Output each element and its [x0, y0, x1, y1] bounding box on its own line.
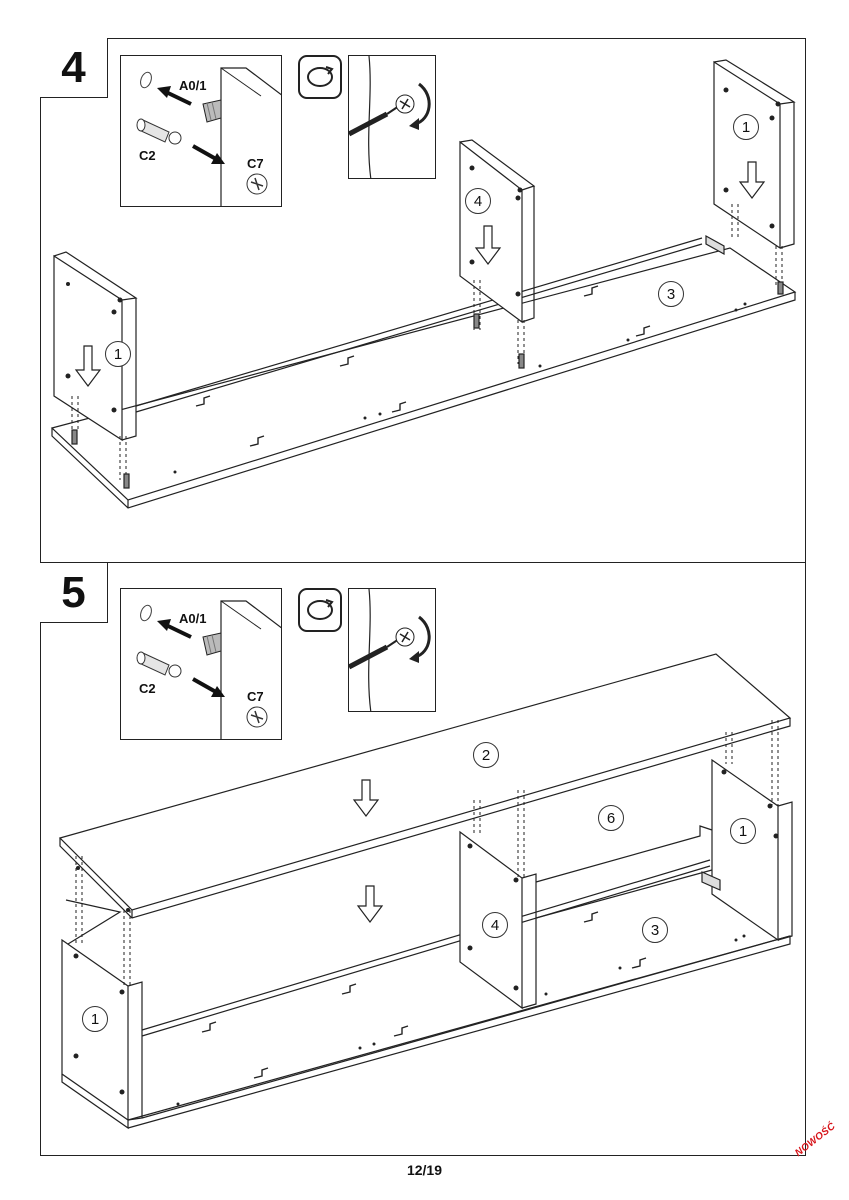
- screwdriver-icon: [349, 589, 431, 711]
- part-label-3: 3: [658, 281, 684, 307]
- cam-bolt-label: C2: [139, 681, 156, 696]
- part-label-3: 3: [642, 917, 668, 943]
- screw-rotate-icon: [298, 55, 342, 99]
- step-5-screwdriver-inset: [348, 588, 436, 712]
- dowel-label: A0/1: [179, 611, 207, 626]
- cam-bolt-label: C2: [139, 148, 156, 163]
- step-4-screwdriver-inset: [348, 55, 436, 179]
- step-5-number: 5: [40, 563, 108, 623]
- cam-lock-label: C7: [247, 689, 264, 704]
- part-label-6: 6: [598, 805, 624, 831]
- part-label-1-left: 1: [82, 1006, 108, 1032]
- page-number: 12/19: [406, 1162, 443, 1178]
- part-label-2: 2: [473, 742, 499, 768]
- fitting-diagram: [136, 67, 281, 206]
- screw-rotate-icon: [298, 588, 342, 632]
- step-4-number: 4: [40, 38, 108, 98]
- cam-lock-label: C7: [247, 156, 264, 171]
- screwdriver-icon: [349, 56, 431, 178]
- dowel-label: A0/1: [179, 78, 207, 93]
- part-label-4: 4: [465, 188, 491, 214]
- step-4-fitting-inset: A0/1 C2 C7: [120, 55, 282, 207]
- part-label-1-left: 1: [105, 341, 131, 367]
- part-label-1-right: 1: [733, 114, 759, 140]
- part-label-4: 4: [482, 912, 508, 938]
- step-5-fitting-inset: A0/1 C2 C7: [120, 588, 282, 740]
- fitting-diagram: [136, 600, 281, 739]
- part-label-1-right: 1: [730, 818, 756, 844]
- step-4-assembly-drawing: [50, 59, 797, 509]
- step-divider: [40, 562, 806, 563]
